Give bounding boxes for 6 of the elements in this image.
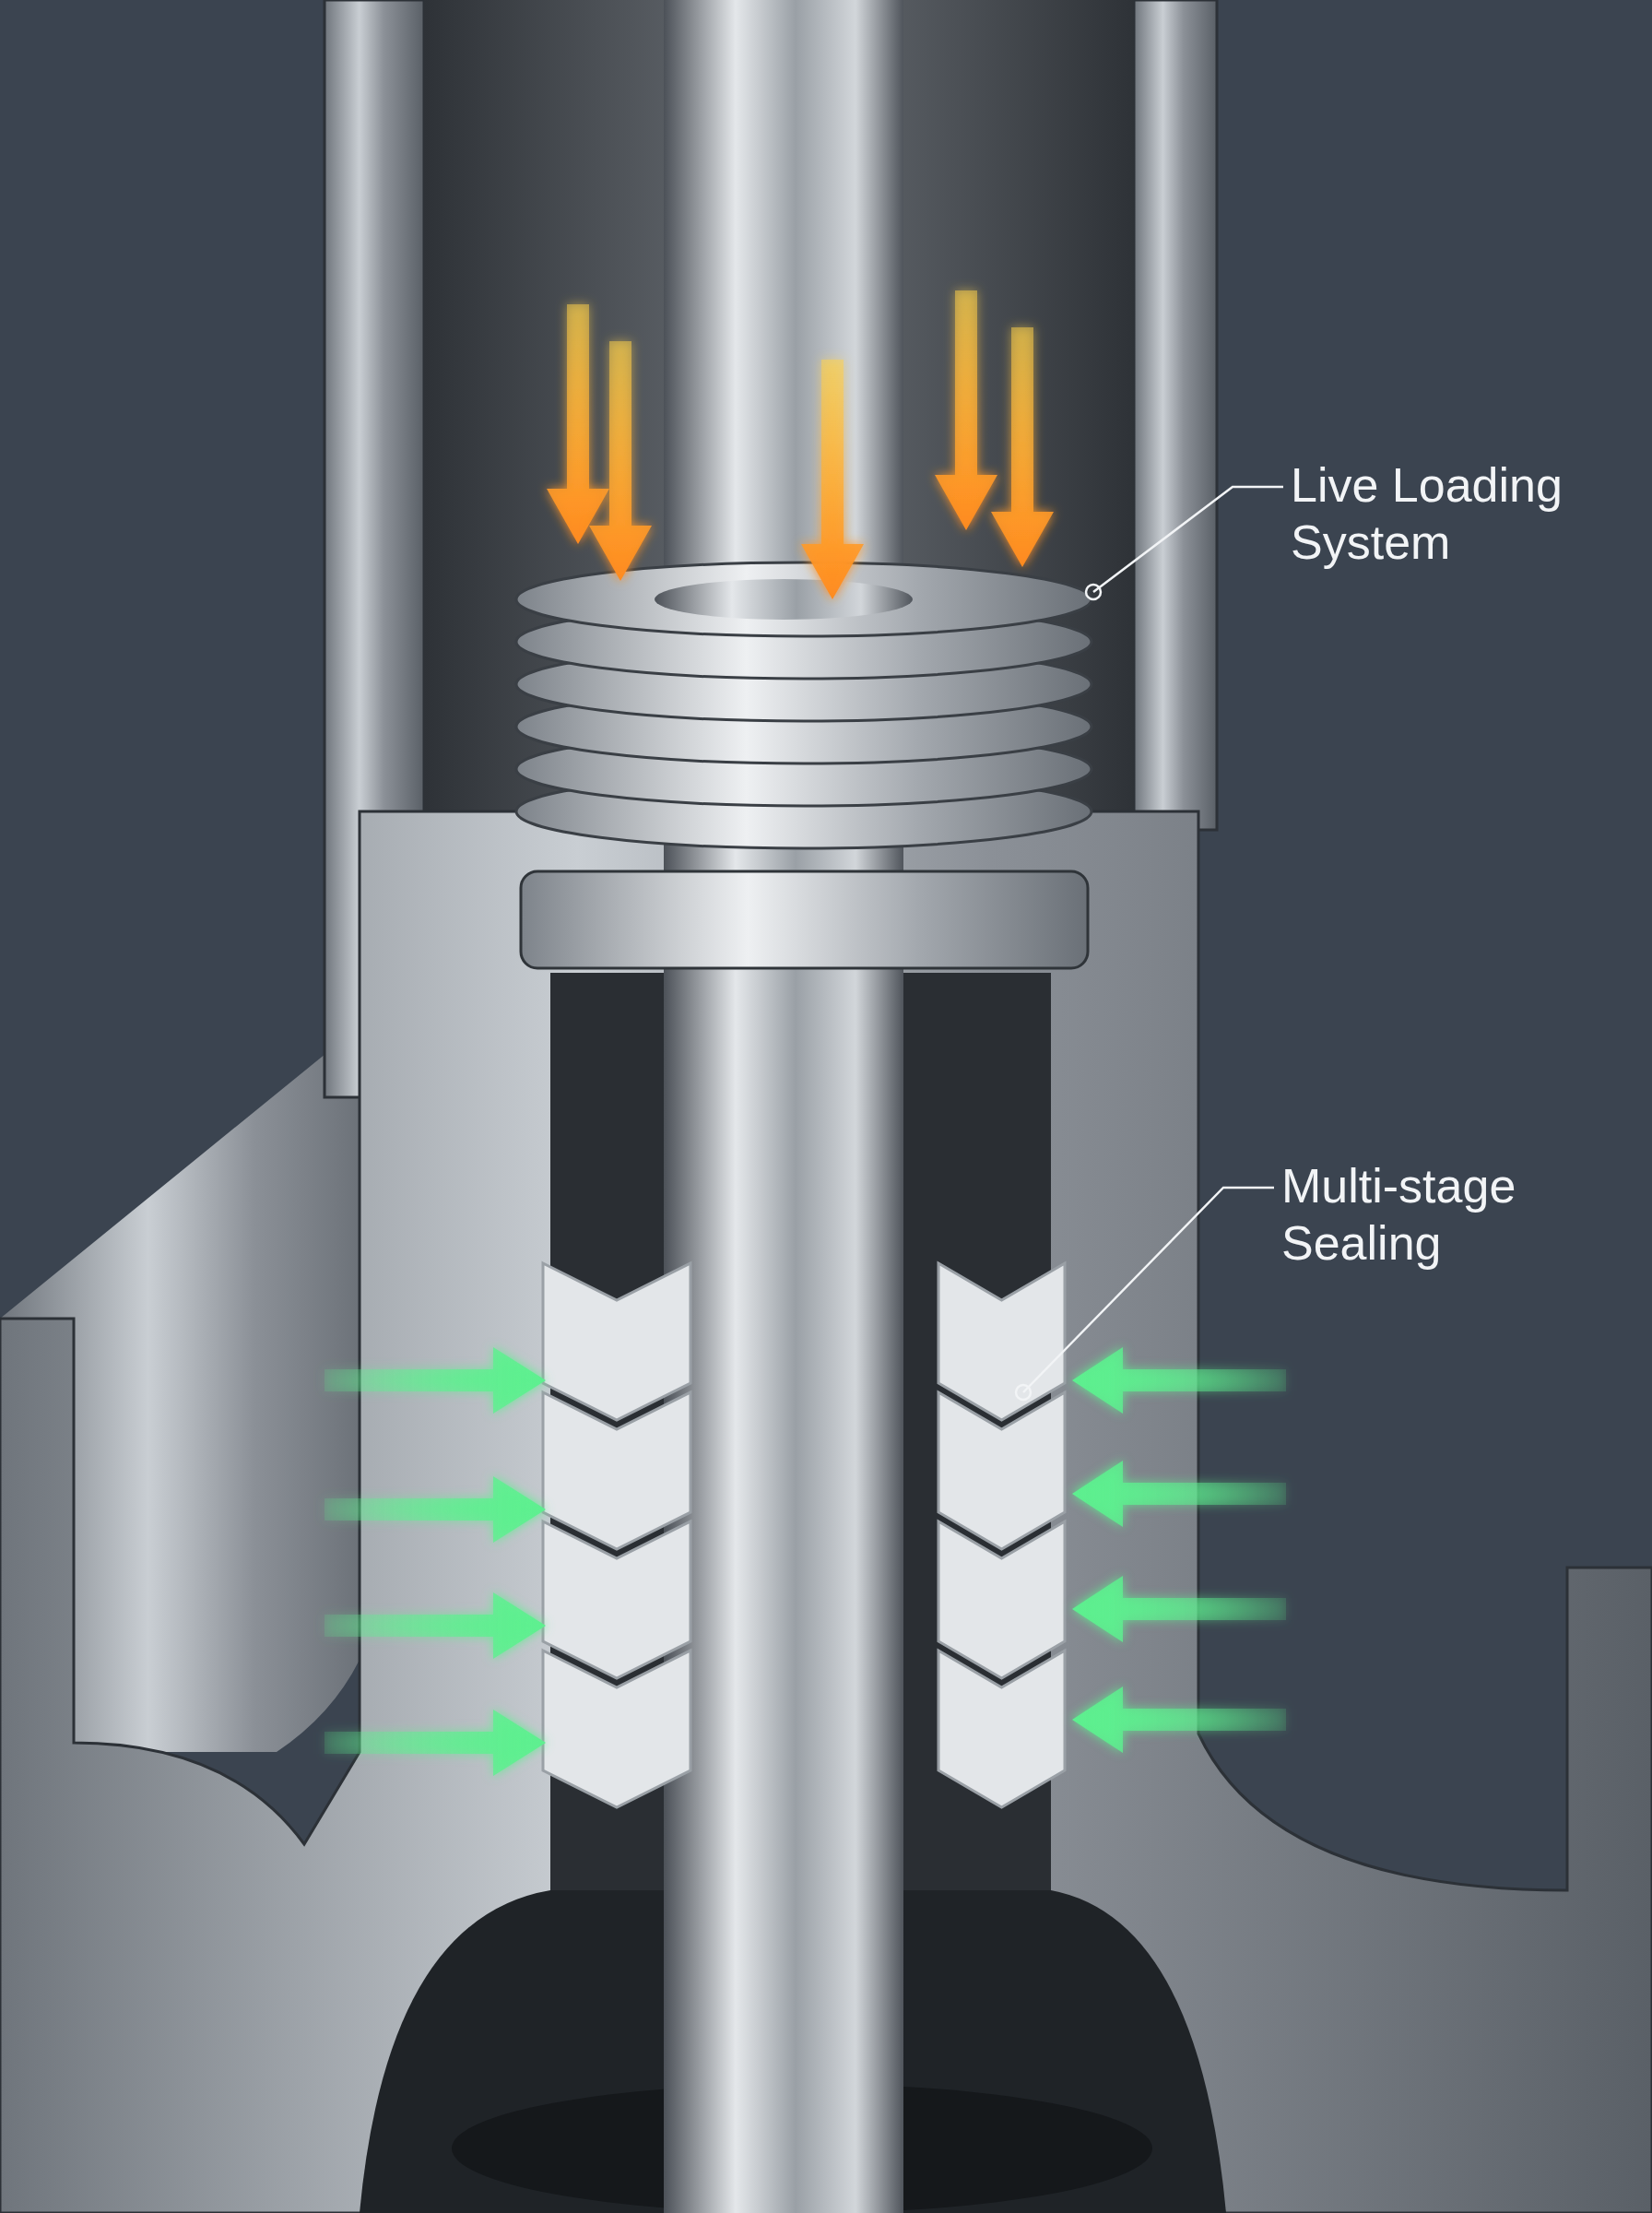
disc-spring-stack xyxy=(514,561,1093,970)
leader-line xyxy=(1084,485,1283,601)
callout-label: Multi-stage Sealing xyxy=(1281,1157,1632,1272)
leader-line xyxy=(1014,1186,1274,1402)
packing-ring-stack xyxy=(937,1260,1067,1809)
callout-label: Live Loading System xyxy=(1291,456,1641,571)
